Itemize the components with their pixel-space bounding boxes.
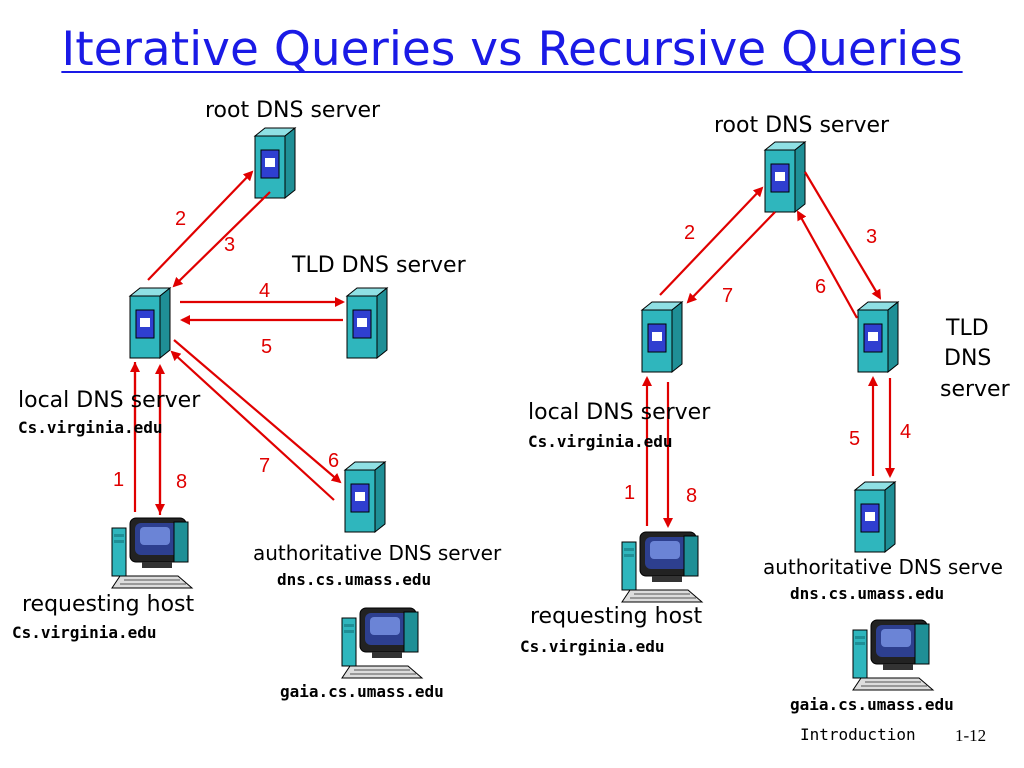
- footer-section: Introduction: [800, 725, 916, 744]
- iter-step-4: 4: [259, 280, 271, 302]
- rec-local-host: Cs.virginia.edu: [528, 432, 673, 451]
- page-title: Iterative Queries vs Recursive Queries: [61, 22, 963, 77]
- iter-auth-host: dns.cs.umass.edu: [277, 570, 432, 589]
- iter-root-label: root DNS server: [205, 98, 381, 123]
- rec-step-5: 5: [849, 428, 861, 450]
- rec-step-1: 1: [624, 482, 636, 504]
- arrow-2: [147, 170, 254, 281]
- rec-step-3: 3: [866, 226, 878, 248]
- arrow-6: [173, 339, 342, 484]
- iter-req-label: requesting host: [22, 592, 195, 617]
- iter-step-5: 5: [261, 336, 273, 358]
- iter-local-label: local DNS server: [18, 388, 201, 413]
- rec-tld-label-2: DNS: [944, 346, 992, 371]
- iter-local-host: Cs.virginia.edu: [18, 418, 163, 437]
- iter-req-host: Cs.virginia.edu: [12, 623, 157, 642]
- rec-auth-host: dns.cs.umass.edu: [790, 584, 945, 603]
- iter-step-7: 7: [259, 455, 271, 477]
- rec-tld-label-3: server: [940, 377, 1010, 402]
- recursive-arrows: [659, 171, 895, 478]
- arrow-7: [170, 350, 335, 501]
- rec-step-4: 4: [900, 421, 912, 443]
- rec-req-label: requesting host: [530, 604, 703, 629]
- footer-page-number: 1-12: [955, 726, 987, 745]
- iter-step-8: 8: [176, 471, 188, 493]
- rec-step-8: 8: [686, 485, 698, 507]
- rec-step-6: 6: [815, 276, 827, 298]
- iter-target-host: gaia.cs.umass.edu: [280, 682, 444, 701]
- rec-step-2: 2: [684, 222, 696, 244]
- rec-auth-label: authoritative DNS serve: [763, 555, 1003, 579]
- rec-local-label: local DNS server: [528, 400, 711, 425]
- iter-tld-label: TLD DNS server: [292, 253, 466, 278]
- iter-step-3: 3: [224, 234, 236, 256]
- rec-step-7: 7: [722, 285, 734, 307]
- arrow-3: [172, 191, 271, 288]
- iter-step-1: 1: [113, 469, 125, 491]
- iter-step-2: 2: [175, 208, 187, 230]
- iter-step-6: 6: [328, 450, 340, 472]
- rec-target-host: gaia.cs.umass.edu: [790, 695, 954, 714]
- rec-root-label: root DNS server: [714, 113, 890, 138]
- rec-tld-label-1: TLD: [946, 316, 989, 341]
- rec-req-host: Cs.virginia.edu: [520, 637, 665, 656]
- iter-auth-label: authoritative DNS server: [253, 541, 502, 565]
